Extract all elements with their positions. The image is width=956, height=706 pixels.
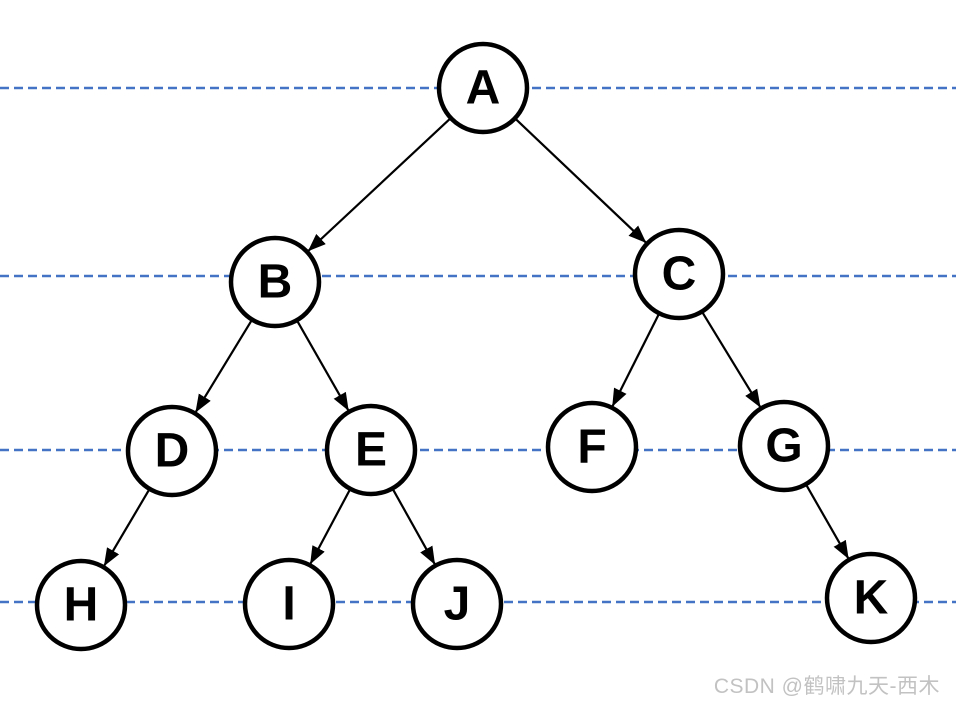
node-I-circle — [242, 557, 336, 651]
tree-node-J: J — [410, 557, 504, 651]
node-F-circle — [545, 400, 639, 494]
csdn-watermark: CSDN @鹤啸九天-西木 — [713, 675, 940, 698]
tree-node-F: F — [545, 400, 639, 494]
node-A-label: A — [466, 62, 501, 115]
edge-D-H — [103, 489, 151, 567]
edge-C-G — [701, 311, 761, 408]
node-I-label: I — [282, 578, 295, 631]
nodes-layer: A B C D E F G H I J K — [34, 41, 918, 652]
edge-B-E — [296, 320, 350, 411]
tree-node-H: H — [34, 558, 128, 652]
node-C-label: C — [662, 248, 697, 301]
tree-node-D: D — [125, 404, 219, 498]
level-guide-lines-layer — [0, 86, 956, 604]
node-A-circle — [436, 41, 530, 135]
node-J-label: J — [444, 578, 471, 631]
tree-node-K: K — [824, 551, 918, 645]
node-K-circle — [824, 551, 918, 645]
edge-A-C — [514, 118, 647, 244]
tree-node-I: I — [242, 557, 336, 651]
edge-E-J — [391, 488, 436, 565]
node-K-label: K — [854, 572, 889, 625]
node-B-circle — [228, 235, 322, 329]
edges-layer — [103, 117, 850, 567]
tree-node-G: G — [737, 399, 831, 493]
node-E-label: E — [355, 424, 387, 477]
node-E-circle — [324, 403, 418, 497]
node-G-circle — [737, 399, 831, 493]
node-H-circle — [34, 558, 128, 652]
node-J-circle — [410, 557, 504, 651]
node-C-circle — [632, 227, 726, 321]
node-F-label: F — [577, 421, 606, 474]
edge-G-K — [805, 484, 850, 559]
node-H-label: H — [64, 579, 99, 632]
edge-C-F — [611, 313, 660, 407]
node-G-label: G — [765, 420, 802, 473]
tree-node-C: C — [632, 227, 726, 321]
edge-B-D — [195, 319, 253, 413]
edge-E-I — [309, 489, 351, 565]
tree-node-B: B — [228, 235, 322, 329]
node-B-label: B — [258, 256, 293, 309]
edge-A-B — [307, 117, 451, 252]
tree-node-E: E — [324, 403, 418, 497]
tree-node-A: A — [436, 41, 530, 135]
node-D-label: D — [155, 425, 190, 478]
node-D-circle — [125, 404, 219, 498]
